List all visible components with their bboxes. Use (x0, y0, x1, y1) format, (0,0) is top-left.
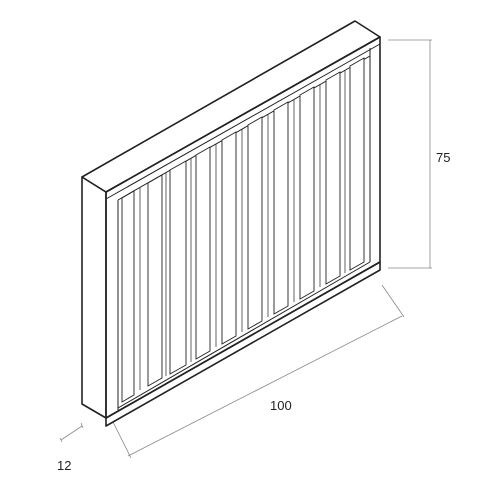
width-dimension-tick-left (111, 419, 132, 459)
frame-front-opening (105, 36, 381, 419)
louver-blade-fold-lines (139, 70, 346, 390)
frame-bottom-rail (105, 261, 381, 427)
frame-left-face (81, 176, 107, 419)
louver-blade (349, 57, 365, 271)
depth-dimension-tick-front (59, 437, 63, 443)
depth-dimension-line (60, 425, 83, 441)
louver-blade (299, 86, 315, 300)
front-top-inner-edge (105, 43, 381, 200)
louver-blades (121, 57, 365, 403)
louver-blade (147, 174, 163, 387)
inner-bottom-edge (117, 261, 371, 409)
width-dimension-tick-right (381, 284, 405, 318)
louver-blade (121, 190, 135, 403)
louver-blade (273, 101, 289, 315)
louver-blade (195, 146, 211, 360)
width-dimension-label: 100 (270, 398, 292, 413)
louver-blade (169, 160, 187, 375)
depth-dimension-label: 12 (57, 458, 71, 473)
louver-blade (325, 71, 341, 285)
depth-dimension-tick-back (80, 422, 84, 429)
width-dimension-line (127, 315, 403, 457)
louver-blade (247, 116, 263, 330)
height-dimension-label: 75 (436, 150, 450, 165)
louver-blade (221, 131, 237, 345)
frame (81, 20, 381, 427)
dimension-lines (59, 39, 432, 459)
